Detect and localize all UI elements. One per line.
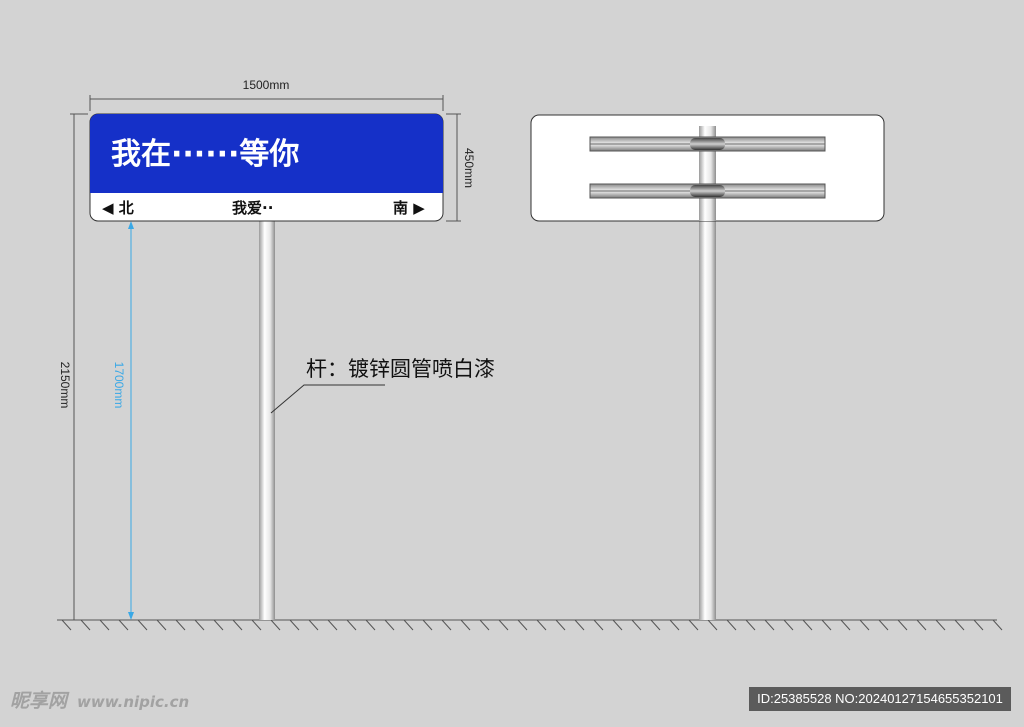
hatch-mark: [232, 619, 243, 631]
clearance-dimension: [128, 221, 134, 620]
hatch-mark: [726, 619, 737, 631]
watermark-url: www.nipic.cn: [77, 693, 190, 711]
hatch-mark: [422, 619, 433, 631]
hatch-mark: [175, 619, 186, 631]
hatch-mark: [897, 619, 908, 631]
hatch-mark: [992, 619, 1003, 631]
hatch-mark: [308, 619, 319, 631]
hatch-mark: [346, 619, 357, 631]
front-sign-board: 我在······等你 ◀ 北 我爱·· 南 ▶: [89, 113, 444, 222]
hatch-mark: [270, 619, 281, 631]
hatch-mark: [783, 619, 794, 631]
hatch-mark: [764, 619, 775, 631]
ground-hatching: [61, 619, 1003, 631]
hatch-mark: [745, 619, 756, 631]
hatch-mark: [612, 619, 623, 631]
pole-clamp-upper: [690, 138, 725, 150]
sign-left-label: ◀ 北: [102, 199, 134, 217]
hatch-mark: [688, 619, 699, 631]
hatch-mark: [631, 619, 642, 631]
hatch-mark: [156, 619, 167, 631]
sign-right-label: 南 ▶: [393, 199, 425, 217]
total-height-dimension: [70, 113, 88, 620]
hatch-mark: [935, 619, 946, 631]
sign-middle-label: 我爱··: [232, 199, 273, 217]
hatch-mark: [821, 619, 832, 631]
total-height-label: 2150mm: [58, 362, 72, 409]
hatch-mark: [650, 619, 661, 631]
hatch-mark: [840, 619, 851, 631]
pole-annotation: 杆：镀锌圆管喷白漆: [306, 357, 495, 381]
sign-blue-panel: [90, 114, 443, 193]
back-pole: [699, 126, 716, 620]
hatch-mark: [251, 619, 262, 631]
hatch-mark: [574, 619, 585, 631]
hatch-mark: [536, 619, 547, 631]
hatch-mark: [555, 619, 566, 631]
width-label: 1500mm: [243, 78, 290, 92]
hatch-mark: [460, 619, 471, 631]
hatch-mark: [707, 619, 718, 631]
clearance-label: 1700mm: [112, 362, 126, 409]
sign-main-text: 我在······等你: [111, 137, 299, 172]
hatch-mark: [517, 619, 528, 631]
hatch-mark: [916, 619, 927, 631]
hatch-mark: [479, 619, 490, 631]
width-dimension: [89, 95, 444, 111]
hatch-mark: [441, 619, 452, 631]
hatch-mark: [99, 619, 110, 631]
hatch-mark: [669, 619, 680, 631]
hatch-mark: [327, 619, 338, 631]
hatch-mark: [213, 619, 224, 631]
watermark-logo: 昵享网: [10, 690, 68, 712]
hatch-mark: [802, 619, 813, 631]
hatch-mark: [61, 619, 72, 631]
hatch-mark: [384, 619, 395, 631]
hatch-mark: [118, 619, 129, 631]
hatch-mark: [80, 619, 91, 631]
image-id-bar: ID:25385528 NO:20240127154655352101: [749, 687, 1011, 711]
hatch-mark: [403, 619, 414, 631]
height-dimension: [446, 113, 461, 222]
front-pole: [259, 220, 275, 620]
hatch-mark: [973, 619, 984, 631]
pole-clamp-lower: [690, 185, 725, 197]
hatch-mark: [859, 619, 870, 631]
hatch-mark: [498, 619, 509, 631]
hatch-mark: [289, 619, 300, 631]
height-label: 450mm: [462, 148, 476, 188]
hatch-mark: [954, 619, 965, 631]
annotation-leader: [270, 384, 385, 414]
hatch-mark: [137, 619, 148, 631]
hatch-mark: [878, 619, 889, 631]
watermark: 昵享网 www.nipic.cn: [10, 686, 189, 716]
hatch-mark: [365, 619, 376, 631]
hatch-mark: [194, 619, 205, 631]
hatch-mark: [593, 619, 604, 631]
